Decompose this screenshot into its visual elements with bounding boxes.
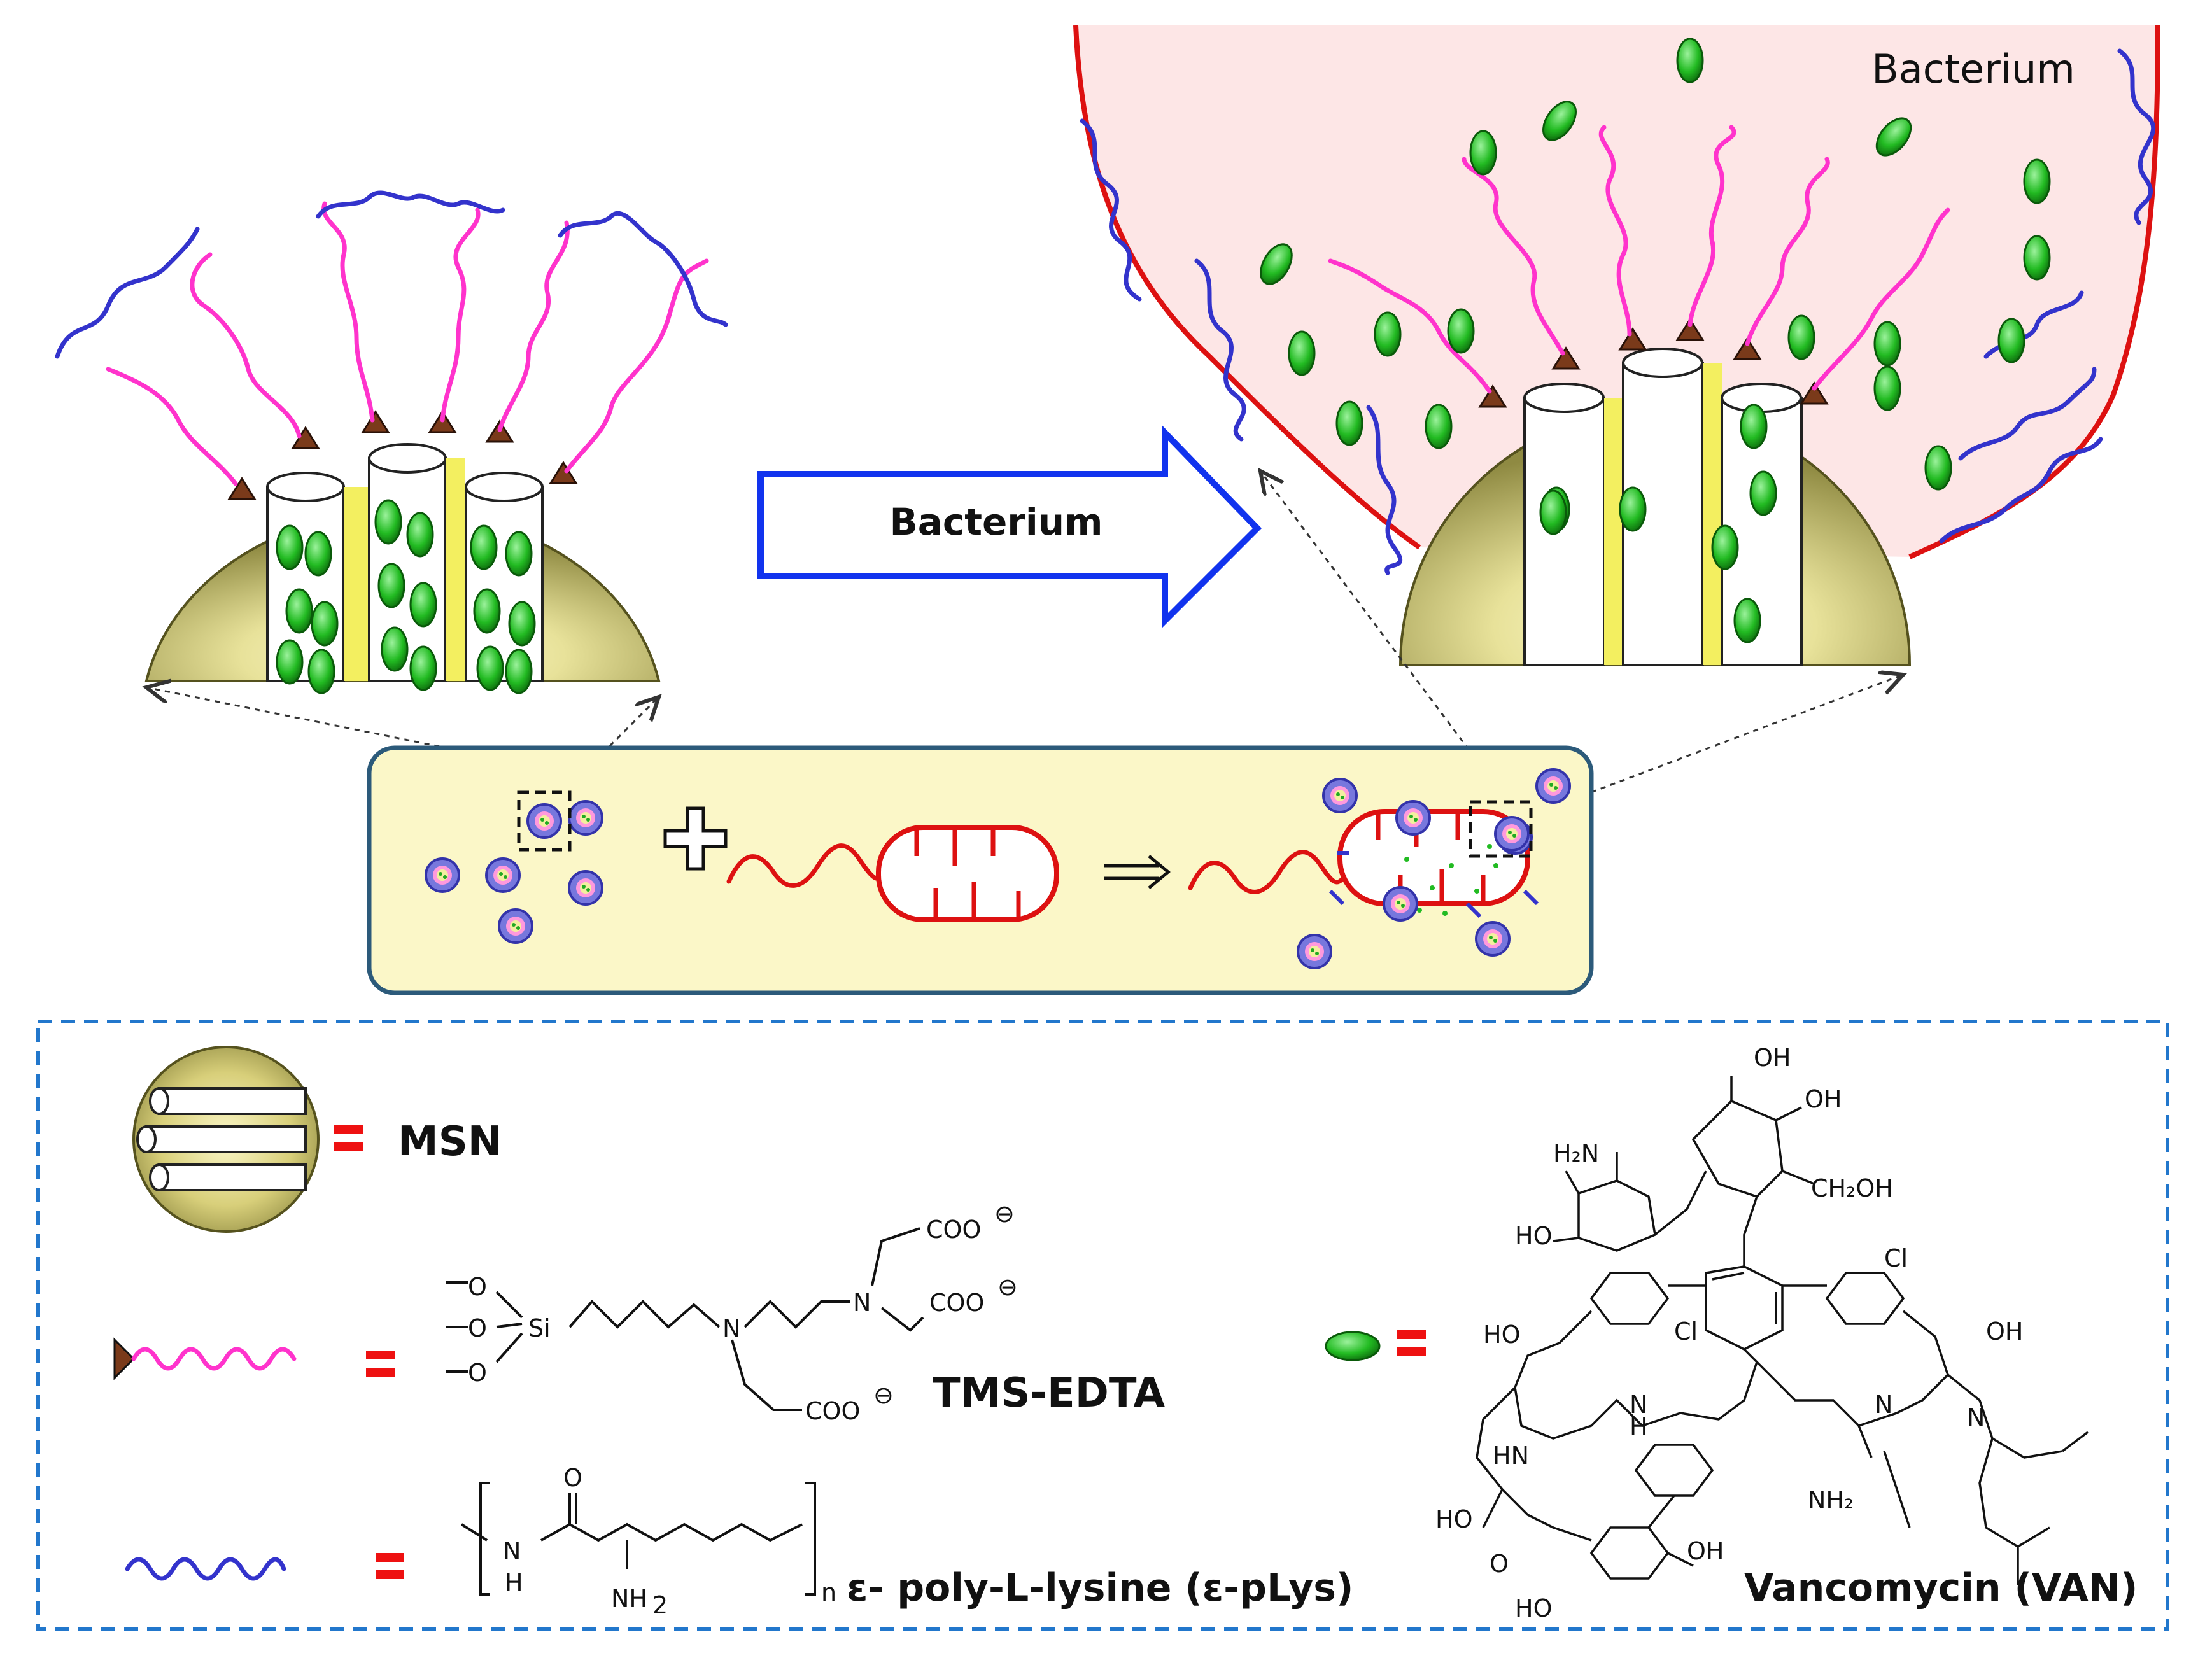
legend-msn: MSN (132, 1046, 502, 1233)
atom-h: H (505, 1569, 523, 1597)
legend-tms-edta: O O O Si N N COO ⊖ COO ⊖ COO ⊖ TMS-EDTA (113, 1200, 1166, 1425)
atom-label: OH (1754, 1044, 1791, 1072)
legend-drug-symbol (1325, 1330, 1426, 1361)
carboxylate: COO (929, 1289, 984, 1317)
subscript: 2 (652, 1591, 668, 1619)
implies-arrow (1104, 855, 1171, 889)
atom-n: N (853, 1289, 871, 1317)
atom-si: Si (528, 1314, 551, 1342)
eplys-chain (55, 190, 728, 359)
atom-label: Cl (1674, 1317, 1698, 1345)
tms-edta-chain (1328, 125, 1950, 394)
atom-label: OH (1687, 1537, 1724, 1565)
loaded-msn-illustration (55, 190, 728, 694)
repeat-index: n (821, 1578, 836, 1606)
atom-n: N (503, 1537, 521, 1565)
tms-edta-label: TMS-EDTA (933, 1370, 1166, 1417)
atom-o: O (468, 1273, 487, 1301)
atom-label: HO (1515, 1222, 1552, 1250)
bacterium-label: Bacterium (1871, 46, 2075, 92)
atom-n: N (722, 1314, 740, 1342)
atom-label: NH₂ (1808, 1486, 1854, 1514)
atom-label: N (1967, 1403, 1985, 1431)
selection-box (1469, 800, 1533, 858)
atom-label: OH (1986, 1317, 2023, 1345)
atom-label: HO (1435, 1505, 1472, 1533)
vancomycin-label: Vancomycin (VAN) (1744, 1566, 2138, 1610)
atom-label: HN (1493, 1442, 1529, 1470)
tms-edta-chain (106, 201, 709, 486)
msn-label: MSN (398, 1118, 502, 1165)
pore-channel (465, 472, 544, 682)
selection-box (517, 790, 572, 852)
carboxylate: COO (805, 1397, 860, 1425)
atom-o: O (563, 1464, 582, 1492)
atom-label: H₂N (1553, 1139, 1599, 1167)
atom-label: HO (1515, 1594, 1552, 1622)
atom-o: O (468, 1359, 487, 1387)
negative-charge: ⊖ (997, 1273, 1018, 1301)
bacterium-illustration: Bacterium (1073, 25, 2160, 666)
plus-sign (663, 806, 728, 871)
negative-charge: ⊖ (994, 1200, 1015, 1228)
negative-charge: ⊖ (873, 1381, 894, 1409)
legend-box: MSN O O O Si N N COO (36, 1020, 2169, 1631)
atom-label: HO (1483, 1321, 1520, 1349)
legend-eplys: N H O NH 2 n ε- poly-L-lysine (ε-pLys) (125, 1464, 1353, 1619)
atom-label: Cl (1884, 1244, 1908, 1272)
atom-label: O (1490, 1550, 1509, 1578)
atom-label: OH (1805, 1085, 1842, 1113)
vancomycin-structure: OH OH H₂N CH₂OH HO Cl Cl HO OH HN N H N … (1435, 1044, 2138, 1622)
carboxylate: COO (926, 1216, 981, 1244)
atom-label: N (1875, 1391, 1892, 1419)
atom-label: CH₂OH (1811, 1174, 1893, 1202)
arrow-label: Bacterium (889, 500, 1102, 544)
mechanism-panel (367, 745, 1594, 995)
bacterium-cell-attacked (1188, 768, 1571, 969)
pore-channel (1523, 383, 1622, 666)
process-arrow: Bacterium (757, 425, 1262, 629)
atom-label: N (1630, 1391, 1647, 1419)
bacterium-cell (726, 825, 1059, 922)
eplys-label: ε- poly-L-lysine (ε-pLys) (847, 1566, 1353, 1610)
atom-o: O (468, 1314, 487, 1342)
atom-label: H (1630, 1413, 1648, 1441)
amine: NH (611, 1585, 647, 1613)
